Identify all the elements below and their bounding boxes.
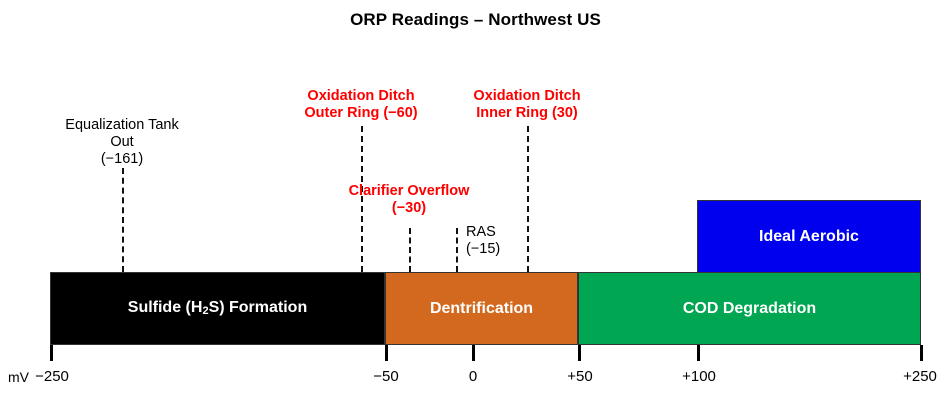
leader-line-clarifier-overflow xyxy=(409,228,411,272)
band-dentrification: Dentrification xyxy=(385,272,578,345)
leader-line-equalization-tank-out xyxy=(122,168,124,272)
annotation-line: (−30) xyxy=(391,200,427,217)
axis-tick-label-0: 0 xyxy=(468,368,478,385)
axis-tick-mark xyxy=(385,345,388,361)
band-label-sulfide-formation: Sulfide (H2S) Formation xyxy=(128,300,307,317)
annotation-equalization-tank-out: Equalization Tank Out (−161) xyxy=(22,117,222,168)
annotation-oxidation-ditch-outer-ring: Oxidation Ditch Outer Ring (−60) xyxy=(271,88,451,122)
axis-tick-label-m250: −250 xyxy=(35,368,69,385)
leader-line-oxidation-ditch-outer-ring xyxy=(361,126,363,272)
page-title: ORP Readings – Northwest US xyxy=(350,10,601,29)
annotation-line: (−15) xyxy=(466,241,501,258)
annotation-line: RAS xyxy=(466,224,496,240)
axis-tick-mark xyxy=(697,345,700,361)
annotation-line: Outer Ring (−60) xyxy=(304,105,418,122)
band-label-subscript: 2 xyxy=(202,304,209,317)
annotation-line: Inner Ring (30) xyxy=(476,105,578,122)
band-label-part: S) Formation xyxy=(208,299,308,317)
axis-tick-mark xyxy=(50,345,53,361)
axis-tick-mark xyxy=(920,345,923,361)
band-cod-degradation: COD Degradation xyxy=(578,272,921,345)
annotation-ras: RAS (−15) xyxy=(466,224,556,258)
annotation-line: Oxidation Ditch xyxy=(473,88,581,104)
leader-line-oxidation-ditch-inner-ring xyxy=(527,126,529,272)
band-label-ideal-aerobic: Ideal Aerobic xyxy=(759,227,859,245)
axis-tick-label-p50: +50 xyxy=(567,368,593,385)
axis-unit-label: mV xyxy=(8,369,29,385)
leader-line-ras xyxy=(456,228,458,272)
annotation-line: Clarifier Overflow xyxy=(348,183,470,199)
band-sulfide-formation: Sulfide (H2S) Formation xyxy=(50,272,385,345)
annotation-line: (−161) xyxy=(100,151,144,168)
annotation-line: Out xyxy=(110,134,134,151)
annotation-line: Oxidation Ditch xyxy=(307,88,415,104)
axis-tick-label-m50: −50 xyxy=(373,368,399,385)
band-ideal-aerobic: Ideal Aerobic xyxy=(697,200,921,273)
axis-tick-mark xyxy=(578,345,581,361)
annotation-clarifier-overflow: Clarifier Overflow (−30) xyxy=(319,183,499,217)
band-label-dentrification: Dentrification xyxy=(429,299,534,317)
axis-tick-mark xyxy=(472,345,475,361)
annotation-oxidation-ditch-inner-ring: Oxidation Ditch Inner Ring (30) xyxy=(437,88,617,122)
annotation-line: Equalization Tank xyxy=(65,117,179,133)
axis-tick-label-p250: +250 xyxy=(903,368,937,385)
band-label-cod-degradation: COD Degradation xyxy=(682,299,817,317)
band-label-part: Sulfide (H xyxy=(127,299,203,317)
axis-tick-label-p100: +100 xyxy=(682,368,716,385)
